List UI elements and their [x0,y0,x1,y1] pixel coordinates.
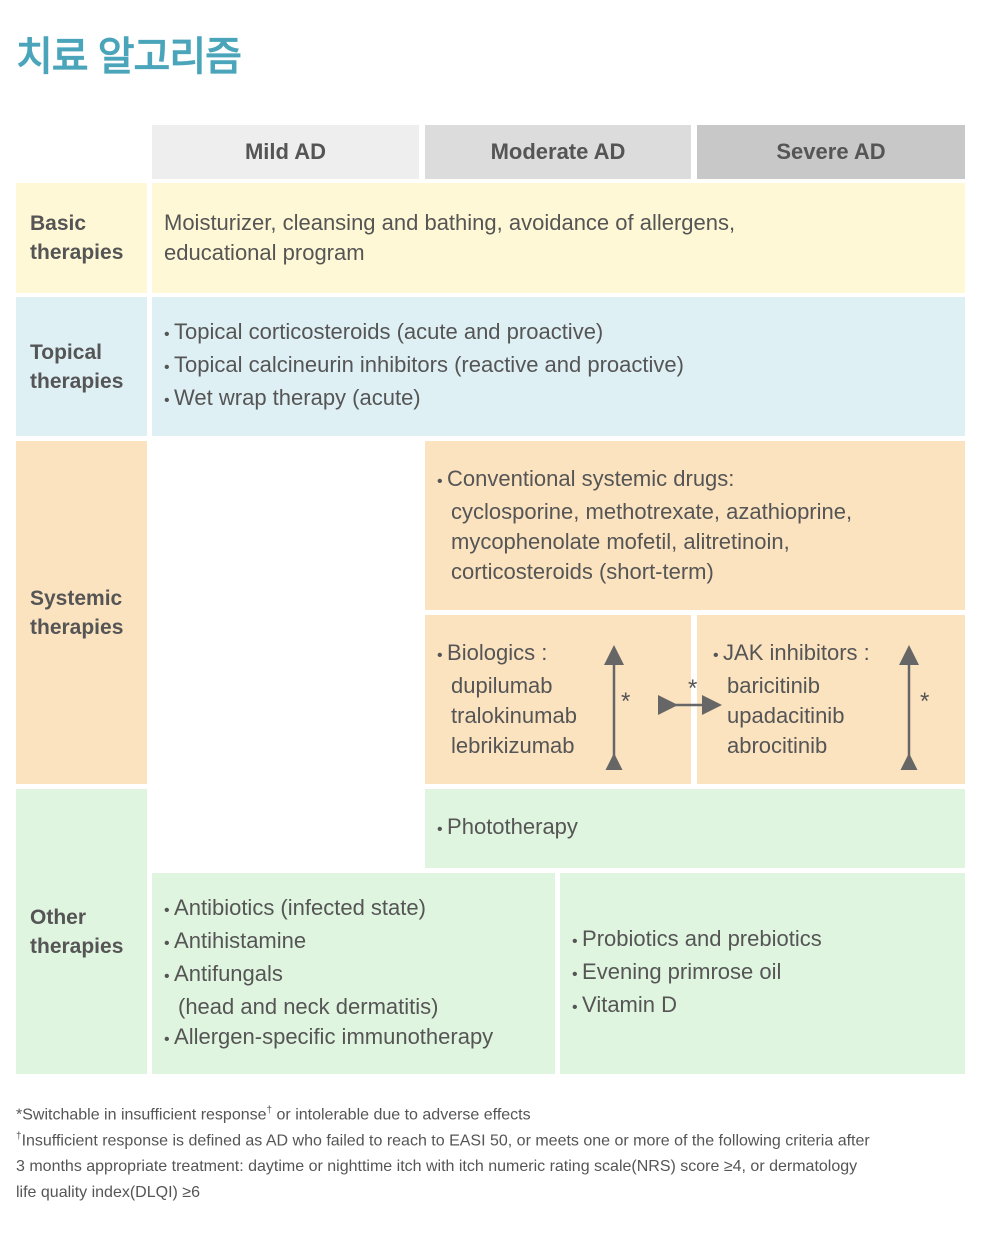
header-severe: Severe AD [697,125,965,179]
cell-jak: JAK inhibitors : baricitinibupadacitinib… [697,615,965,784]
footnote-1: *Switchable in insufficient response† or… [16,1105,531,1124]
footnote-2: †Insufficient response is defined as AD … [16,1131,870,1202]
star-jak: * [920,688,930,715]
cell-topical: Topical corticosteroids (acute and proac… [152,297,965,436]
header-mild: Mild AD [152,125,419,179]
cell-conventional: Conventional systemic drugs: cyclosporin… [425,441,965,610]
cell-other-right: Probiotics and prebioticsEvening primros… [560,873,965,1074]
page-title: 치료 알고리즘 [16,35,242,79]
switch-arrows-icon [604,645,919,770]
cell-basic: Moisturizer, cleansing and bathing, avoi… [152,183,965,293]
cell-biologics: Biologics : dupilumabtralokinumablebriki… [425,615,691,784]
cell-other-left: Antibiotics (infected state)Antihistamin… [152,873,555,1074]
header-moderate: Moderate AD [425,125,691,179]
star-switch: * [688,675,698,702]
cell-phototherapy: Phototherapy [425,789,965,868]
star-biologics: * [621,688,631,715]
